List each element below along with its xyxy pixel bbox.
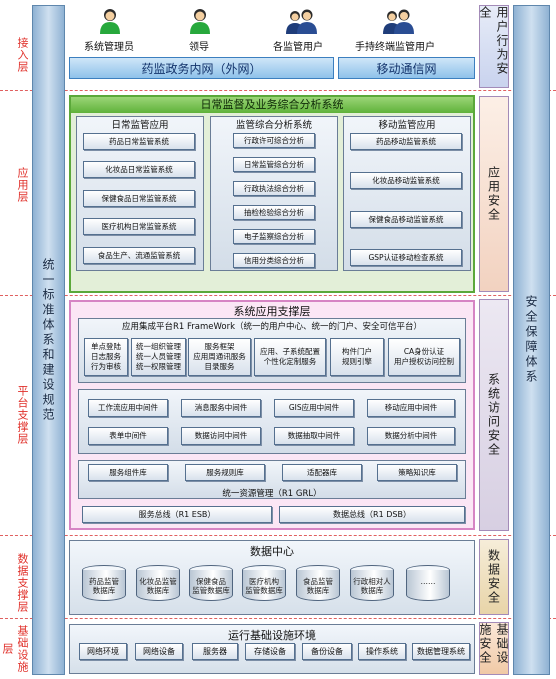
data-bus[interactable]: 数据总线（R1 DSB） — [279, 506, 465, 523]
daily-app-item[interactable]: 保健食品日常监管系统 — [83, 190, 195, 207]
db-label: 食品监管 数据库 — [303, 577, 333, 595]
user-label: 领导 — [189, 42, 209, 53]
infra-item[interactable]: 操作系统 — [358, 643, 406, 660]
r1-item[interactable]: 构件门户 规则引擎 — [330, 338, 384, 376]
database-icon: 医疗机构 监管数据库 — [242, 565, 286, 601]
leader-user-icon — [190, 9, 210, 34]
analysis-item[interactable]: 抽检检验综合分析 — [233, 205, 315, 220]
layer-label-infra: 基础设施层 — [1, 625, 29, 673]
admin-user-icon — [100, 9, 120, 34]
data-security-column: 数据安全 — [479, 539, 509, 615]
data-center-title: 数据中心 — [250, 545, 294, 558]
analysis-item[interactable]: 电子监察综合分析 — [233, 229, 315, 244]
middleware-item[interactable]: 数据抽取中间件 — [274, 427, 354, 445]
mobile-app-item[interactable]: 药品移动监管系统 — [350, 133, 462, 150]
database-icon: 保健食品 监管数据库 — [189, 565, 233, 601]
daily-apps-title: 日常监管应用 — [111, 120, 169, 131]
resource-manager-label: 统一资源管理（R1 GRL） — [222, 489, 322, 499]
r1-item[interactable]: 统一组织管理 统一人员管理 统一权限管理 — [131, 338, 186, 376]
middleware-item[interactable]: 数据访问中间件 — [181, 427, 261, 445]
mobile-apps-title: 移动监管应用 — [378, 120, 436, 131]
security-column: 安全保障体系 — [513, 5, 550, 675]
mobile-user-icon — [383, 9, 414, 34]
infra-security-column: 基础设施安全 — [478, 622, 509, 675]
layer-label-platform: 平台支撑层 — [16, 385, 29, 445]
middleware-item[interactable]: 数据分析中间件 — [367, 427, 455, 445]
sys-security-column: 系统访问安全 — [479, 299, 509, 531]
r1-item[interactable]: 单点登陆 日志服务 行为审核 — [84, 338, 128, 376]
service-bus[interactable]: 服务总线（R1 ESB） — [82, 506, 272, 523]
mobile-app-item[interactable]: 化妆品移动监管系统 — [350, 172, 462, 189]
divider — [0, 618, 556, 619]
r1-item[interactable]: 服务框架 应用周通讯服务 目录服务 — [188, 338, 251, 376]
layer-label-application: 应用层 — [16, 167, 29, 203]
divider — [0, 295, 556, 296]
r1-item[interactable]: CA身份认证 用户授权访问控制 — [388, 338, 460, 376]
lib-item[interactable]: 服务规则库 — [185, 464, 265, 481]
db-label: 保健食品 监管数据库 — [192, 577, 230, 595]
analysis-item[interactable]: 信用分类综合分析 — [233, 253, 315, 268]
middleware-item[interactable]: 消息服务中间件 — [181, 399, 261, 417]
r1-title: 应用集成平台R1 FrameWork（统一的用户中心、统一的门户、安全可信平台） — [121, 322, 423, 332]
database-icon: 食品监管 数据库 — [296, 565, 340, 601]
database-icon: …… — [406, 565, 450, 601]
db-label: 医疗机构 监管数据库 — [245, 577, 283, 595]
user-label: 系统管理员 — [84, 42, 134, 53]
app-layer-title-bar — [71, 97, 473, 113]
db-label: …… — [420, 577, 436, 586]
database-icon: 行政相对人 数据库 — [350, 565, 394, 601]
database-icon: 化妆品监管 数据库 — [136, 565, 180, 601]
r1-item[interactable]: 应用、子系统配置 个性化定制服务 — [254, 338, 326, 376]
standards-column: 统一标准体系和建设规范 — [32, 5, 65, 675]
analysis-title: 监管综合分析系统 — [235, 120, 312, 131]
lib-item[interactable]: 策略知识库 — [377, 464, 457, 481]
infra-title: 运行基础设施环境 — [228, 629, 316, 642]
daily-app-item[interactable]: 食品生产、流通监管系统 — [83, 247, 195, 264]
infra-item[interactable]: 存储设备 — [245, 643, 295, 660]
analysis-item[interactable]: 日常监管综合分析 — [233, 157, 315, 172]
layer-label-access: 接入层 — [16, 37, 29, 73]
analysis-item[interactable]: 行政执法综合分析 — [233, 181, 315, 196]
mobile-app-item[interactable]: 保健食品移动监管系统 — [350, 211, 462, 228]
infra-item[interactable]: 网络设备 — [135, 643, 183, 660]
database-icon: 药品监管 数据库 — [82, 565, 126, 601]
middleware-item[interactable]: 表单中间件 — [88, 427, 168, 445]
mobile-app-item[interactable]: GSP认证移动检查系统 — [350, 249, 462, 266]
analysis-item[interactable]: 行政许可综合分析 — [233, 133, 315, 148]
app-layer-title: 日常监督及业务综合分析系统 — [200, 98, 344, 111]
infra-item[interactable]: 备份设备 — [302, 643, 352, 660]
middleware-item[interactable]: 移动应用中间件 — [367, 399, 455, 417]
daily-app-item[interactable]: 药品日常监管系统 — [83, 133, 195, 150]
db-label: 化妆品监管 数据库 — [139, 577, 177, 595]
infra-item[interactable]: 服务器 — [192, 643, 238, 660]
lib-item[interactable]: 适配器库 — [282, 464, 362, 481]
layer-label-data: 数据支撑层 — [16, 553, 29, 613]
user-label: 手持终端监管用户 — [355, 42, 435, 53]
db-label: 行政相对人 数据库 — [353, 577, 391, 595]
daily-app-item[interactable]: 化妆品日常监管系统 — [83, 161, 195, 178]
user-security-column: 用户行为安全 — [478, 5, 509, 88]
app-security-column: 应用安全 — [479, 96, 509, 292]
daily-app-item[interactable]: 医疗机构日常监管系统 — [83, 218, 195, 235]
db-label: 药品监管 数据库 — [89, 577, 119, 595]
infra-item[interactable]: 数据管理系统 — [412, 643, 470, 660]
lib-item[interactable]: 服务组件库 — [88, 464, 168, 481]
divider — [0, 90, 556, 91]
intranet-bar: 药监政务内网（外网） — [69, 57, 334, 79]
user-label: 各监管用户 — [273, 42, 323, 53]
mobile-network-bar: 移动通信网 — [338, 57, 475, 79]
platform-title: 系统应用支撑层 — [233, 305, 311, 318]
supervisors-user-icon — [286, 9, 317, 34]
middleware-item[interactable]: 工作流应用中间件 — [88, 399, 168, 417]
divider — [0, 535, 556, 536]
infra-item[interactable]: 网络环境 — [79, 643, 127, 660]
middleware-item[interactable]: GIS应用中间件 — [274, 399, 354, 417]
